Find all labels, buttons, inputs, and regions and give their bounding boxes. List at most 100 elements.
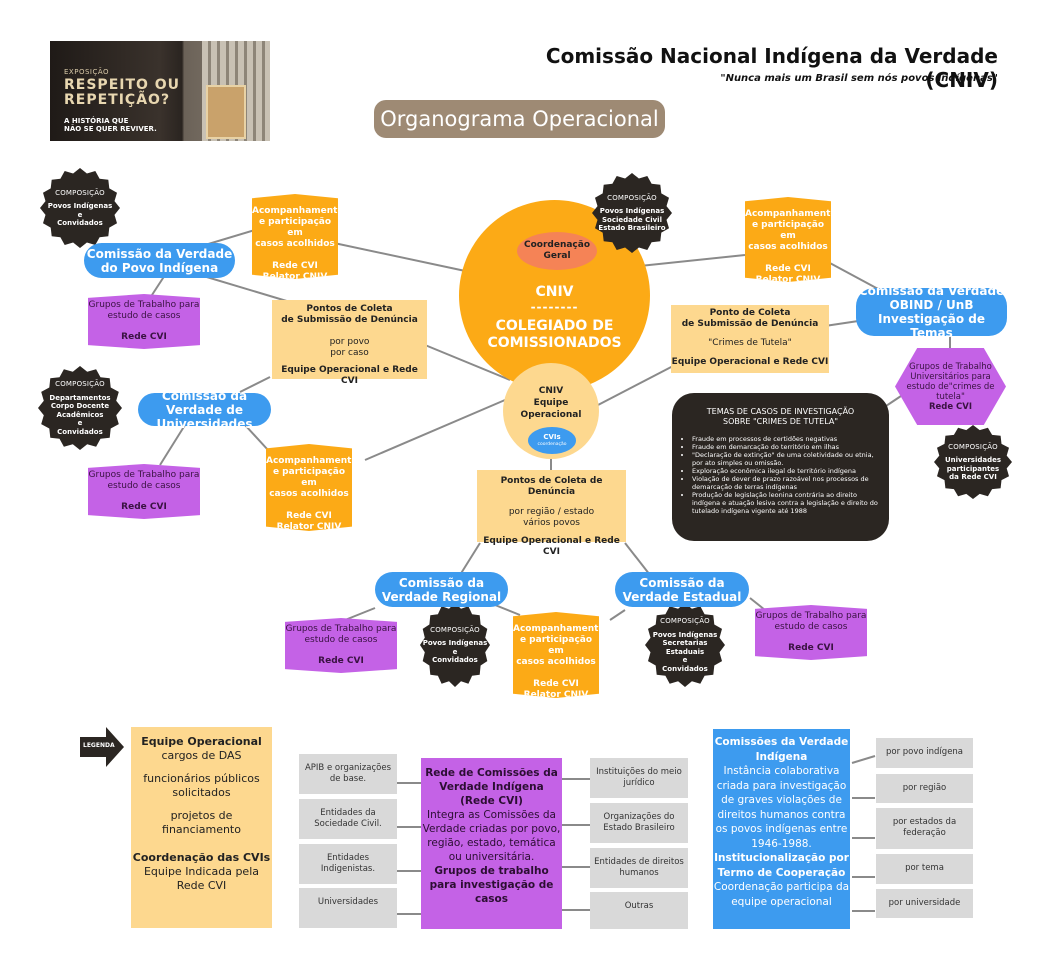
seal-shape — [40, 168, 120, 248]
acompanhamento-line: e participação em — [519, 635, 593, 656]
composicao-member: Secretarias — [662, 639, 708, 647]
composicao-heading: COMPOSIÇÃO — [55, 380, 105, 388]
coleta-povo-line-2: por caso — [330, 348, 369, 358]
seal-shape — [38, 366, 122, 450]
temas-title-2: SOBRE "CRIMES DE TUTELA" — [722, 417, 838, 426]
legend-coordenacao-title: Coordenação das CVIs — [132, 851, 271, 864]
grupos-line: estudo de casos — [774, 622, 848, 632]
acompanhamento-line: casos acolhidos — [748, 242, 828, 252]
coleta-povo-title-1: Pontos de Coleta — [306, 304, 393, 314]
coleta-tutela-line-1: "Crimes de Tutela" — [708, 338, 792, 348]
composicao-member: Povos Indígenas — [422, 639, 488, 647]
cvi-type: por universidade — [876, 889, 973, 918]
acompanhamento-line: Relator CNIV — [276, 522, 342, 532]
coleta-tutela-footer: Equipe Operacional e Rede CVI — [671, 357, 829, 367]
composicao-heading: COMPOSIÇÃO — [430, 625, 480, 634]
composicao-member: e — [77, 210, 83, 219]
legend-equipe-line-3: projetos de financiamento — [162, 809, 241, 836]
grupos-line: estudo de casos — [107, 311, 181, 321]
equipe-line-3: Operacional — [520, 410, 582, 420]
seal-shape — [645, 603, 725, 687]
legend-rede-cvi: Rede de Comissões da Verdade Indígena (R… — [421, 758, 562, 929]
banner-line-2: REPETIÇÃO? — [64, 92, 171, 108]
commission-universidades[interactable]: Comissão da Verdade de Universidades — [138, 389, 271, 431]
rede-member-right: Entidades de direitos humanos — [590, 848, 688, 888]
rede-member-right: Organizações do Estado Brasileiro — [590, 803, 688, 843]
commission-regional[interactable]: Comissão da Verdade Regional — [375, 572, 508, 607]
grupos-line: estudo de casos — [304, 635, 378, 645]
colegiado-label: COLEGIADO DE COMISSIONADOS — [487, 318, 622, 351]
rede-member-left: Entidades Indigenistas. — [299, 844, 397, 884]
coordenacao-geral: Coordenação Geral — [517, 232, 597, 270]
cvi-type: por povo indígena — [876, 738, 973, 768]
coleta-povo-line-1: por povo — [329, 337, 370, 347]
acompanhamento-line: casos acolhidos — [255, 239, 335, 249]
composicao-member: da Rede CVI — [949, 473, 997, 481]
composicao-member: Corpo Docente — [50, 402, 110, 410]
temas-item: Fraude em demarcação do território em il… — [692, 443, 879, 451]
cvis-sublabel: coordenação — [537, 441, 567, 447]
banner-sub-2: NÃO SE QUER REVIVER. — [64, 125, 157, 133]
grupos-rede: Rede CVI — [788, 643, 834, 653]
seal-shape — [592, 173, 672, 253]
coleta-tutela-title-1: Ponto de Coleta — [709, 308, 791, 318]
cvi-type: por tema — [876, 854, 973, 884]
acompanhamento-line: Rede CVI — [272, 261, 318, 271]
coleta-regiao-title: Pontos de Coleta de Denúncia — [500, 476, 603, 497]
cvi-title-2: Institucionalização por Termo de Coopera… — [714, 852, 849, 879]
acompanhamento-line: Acompanhamento — [745, 209, 837, 219]
legend-equipe-title: Equipe Operacional — [141, 735, 262, 748]
composicao-heading: COMPOSIÇÃO — [55, 188, 105, 197]
banner-headline: RESPEITO OU REPETIÇÃO? — [64, 78, 180, 108]
composicao-member: Universidades — [944, 456, 1002, 464]
composicao-member: e — [682, 656, 688, 664]
page-title: Comissão Nacional Indígena da Verdade (C… — [545, 44, 998, 92]
coleta-povo-footer: Equipe Operacional e Rede CVI — [281, 365, 418, 386]
temas-title-1: TEMAS DE CASOS DE INVESTIGAÇÃO — [706, 407, 855, 416]
temas-item: Fraude em processos de certidões negativ… — [692, 435, 879, 443]
acompanhamento-line: Acompanhamento — [266, 456, 358, 466]
coleta-regiao-line-2: vários povos — [523, 518, 580, 528]
acompanhamento-line: Relator CNIV — [755, 275, 821, 285]
equipe-line-2: Equipe — [533, 398, 569, 408]
rede-title: Rede de Comissões da Verdade Indígena (R… — [425, 767, 558, 807]
grupos-rede: Rede CVI — [121, 502, 167, 512]
commission-obind-unb[interactable]: Comissão da Verdade OBIND / UnB Investig… — [856, 284, 1007, 340]
grupos-line: Grupos de Trabalho para — [88, 470, 200, 480]
acompanhamento-line: Acompanhamento — [513, 624, 605, 634]
acompanhamento-line: Relator CNIV — [262, 272, 328, 282]
banner-small-text: EXPOSIÇÃO — [64, 68, 110, 76]
acompanhamento-line: Rede CVI — [286, 511, 332, 521]
legend-equipe-line-2: funcionários públicos solicitados — [143, 772, 260, 799]
composicao-member: e — [452, 647, 458, 656]
coleta-tutela-box: Ponto de Coleta de Submissão de Denúncia… — [671, 305, 829, 373]
temas-item: Violação de dever de prazo razoável nos … — [692, 475, 879, 491]
banner-sub-1: A HISTÓRIA QUE — [64, 117, 129, 125]
cniv-divider: -------- — [530, 300, 579, 314]
rede-footer: Grupos de trabalho para investigação de … — [429, 865, 554, 905]
composicao-member: Estaduais — [665, 647, 705, 656]
seal-shape — [934, 425, 1012, 499]
acompanhamento-line: Acompanhamento — [252, 206, 344, 216]
legend-comissoes-verdade: Comissões da Verdade Indígena Instância … — [713, 729, 850, 929]
commission-estadual[interactable]: Comissão da Verdade Estadual — [615, 572, 749, 607]
commission-povo-indigena[interactable]: Comissão da Verdade do Povo Indígena — [84, 243, 235, 278]
cvi-body: Instância colaborativa criada para inves… — [715, 765, 848, 850]
acompanhamento-line: Relator CNIV — [523, 690, 589, 700]
acompanhamento-line: e participação em — [258, 217, 332, 238]
acompanhamento-line: e participação em — [272, 467, 346, 488]
rede-member-left: APIB e organizações de base. — [299, 754, 397, 794]
composicao-member: Convidados — [57, 427, 103, 436]
acompanhamento-line: casos acolhidos — [269, 489, 349, 499]
composicao-heading: COMPOSIÇÃO — [607, 193, 657, 202]
